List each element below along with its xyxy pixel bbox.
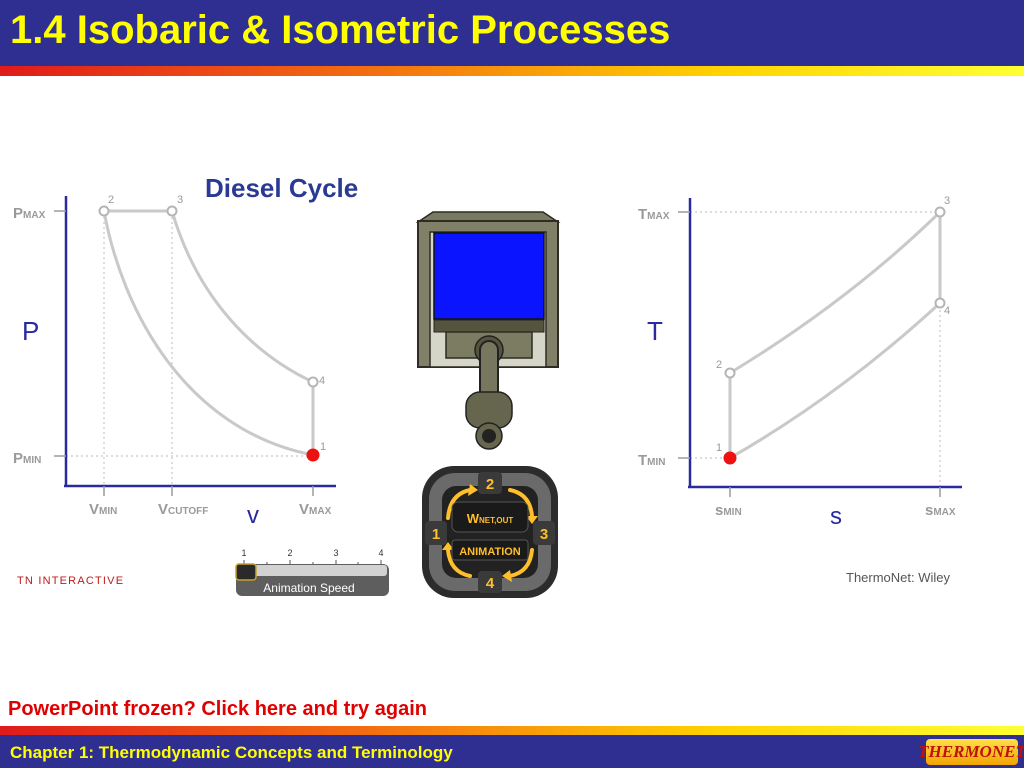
footer-stripe [0, 726, 1024, 735]
process-control[interactable]: 2 1 3 4 [422, 466, 558, 598]
pv-state-4-marker [307, 376, 319, 388]
pv-state-2-marker [98, 205, 110, 217]
thermonet-credit: ThermoNet: Wiley [846, 570, 951, 585]
vcutoff-label: VCUTOFF [158, 501, 208, 518]
speed-tick-2: 2 [287, 548, 292, 558]
animation-label: ANIMATION [459, 546, 521, 558]
process-2-label: 2 [486, 476, 494, 493]
ts-temperature-axis-label: T [647, 316, 663, 346]
ts-heat-rejection-curve [729, 301, 942, 460]
ts-current-state-marker [723, 451, 737, 465]
smax-label: sMAX [925, 502, 956, 519]
pv-compression-curve [102, 210, 314, 457]
cycle-arrows-icon [446, 488, 534, 578]
powerpoint-frozen-link[interactable]: PowerPoint frozen? Click here and try ag… [8, 698, 427, 720]
tmax-label: TMAX [638, 206, 670, 223]
ts-state-label-2: 2 [716, 359, 722, 371]
tmin-label: TMIN [638, 452, 666, 469]
pv-state-3-marker [166, 205, 178, 217]
title-stripe [0, 66, 1024, 76]
ts-state-3-marker [934, 206, 946, 218]
ts-state-label-1: 1 [716, 442, 722, 454]
speed-tick-4: 4 [378, 548, 383, 558]
process-1-button[interactable]: 1 [425, 521, 447, 545]
pv-state-label-1: 1 [320, 441, 326, 453]
thermonet-logo: THERMONET [918, 739, 1024, 765]
animation-speed-slider[interactable]: 1 2 3 4 Animation Speed [235, 548, 389, 596]
piston-gas [433, 232, 545, 320]
ts-heat-addition-curve [729, 210, 942, 375]
ts-state-2-marker [724, 367, 736, 379]
slide-title: 1.4 Isobaric & Isometric Processes [10, 8, 671, 52]
speed-tick-1: 1 [241, 548, 246, 558]
pv-state-label-2: 2 [108, 194, 114, 206]
process-1-label: 1 [432, 526, 440, 543]
pmin-label: PMIN [13, 450, 41, 467]
pv-state-label-3: 3 [177, 194, 183, 206]
chapter-footer: Chapter 1: Thermodynamic Concepts and Te… [10, 743, 453, 762]
vmin-label: VMIN [89, 501, 117, 518]
smin-label: sMIN [715, 502, 742, 519]
process-2-button[interactable]: 2 [478, 472, 502, 494]
title-bar [0, 0, 1024, 66]
simulation-title: Diesel Cycle [205, 173, 358, 203]
pv-pressure-axis-label: P [22, 316, 39, 346]
piston-cylinder [415, 211, 561, 450]
vmax-label: VMAX [299, 501, 332, 518]
pv-volume-axis-label: v [247, 502, 259, 529]
speed-slider-label: Animation Speed [263, 581, 354, 595]
diesel-cycle-simulation[interactable]: 2 3 4 1 PMAX PMIN VMIN VCUTOFF VMAX P v … [0, 160, 1024, 605]
ts-diagram: 2 3 4 1 TMAX TMIN sMIN sMAX T s [638, 195, 962, 530]
work-net-out-label: WNET,OUT [467, 511, 514, 526]
ts-entropy-axis-label: s [830, 503, 842, 530]
process-3-label: 3 [540, 526, 548, 543]
ts-state-4-marker [934, 297, 946, 309]
process-4-label: 4 [486, 575, 495, 592]
footer-bar [0, 735, 1024, 768]
pv-current-state-marker [306, 448, 320, 462]
animation-button[interactable]: ANIMATION [451, 539, 529, 561]
process-4-button[interactable]: 4 [478, 571, 502, 593]
ts-state-label-4: 4 [944, 305, 950, 317]
speed-tick-3: 3 [333, 548, 338, 558]
process-3-button[interactable]: 3 [533, 521, 555, 545]
speed-slider-thumb[interactable] [235, 563, 257, 581]
work-net-out-button[interactable]: WNET,OUT [451, 501, 529, 533]
tn-interactive-brand: TN INTERACTIVE [17, 575, 124, 587]
pv-state-label-4: 4 [319, 375, 325, 387]
ts-state-label-3: 3 [944, 195, 950, 207]
pmax-label: PMAX [13, 205, 46, 222]
pv-expansion-curve [170, 210, 314, 384]
pv-diagram: 2 3 4 1 PMAX PMIN VMIN VCUTOFF VMAX P v [13, 194, 336, 529]
